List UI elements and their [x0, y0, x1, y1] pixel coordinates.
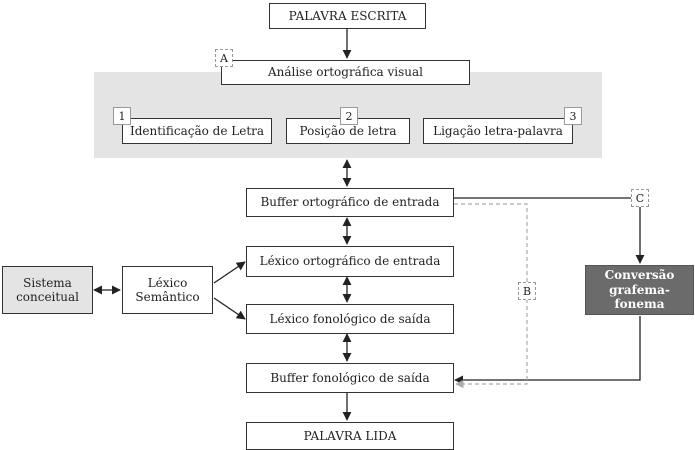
tag-c: C [631, 189, 649, 207]
palavra-escrita-node: PALAVRA ESCRITA [269, 3, 426, 29]
tag-2: 2 [340, 107, 358, 125]
analise-ortografica-node: Análise ortográfica visual [221, 60, 470, 85]
sistema-conceitual-node: Sistema conceitual [2, 266, 93, 314]
arrow-semantico-to-lexico-fono [213, 297, 246, 320]
buffer-ortografico-entrada-node: Buffer ortográfico de entrada [246, 188, 454, 217]
identificacao-letra-node: Identificação de Letra [122, 118, 272, 144]
lexico-ortografico-entrada-node: Léxico ortográfico de entrada [246, 246, 454, 277]
lexico-fonologico-saida-node: Léxico fonológico de saída [246, 304, 454, 334]
route-b-dashed [454, 203, 528, 389]
buffer-fonologico-saida-node: Buffer fonológico de saída [246, 363, 454, 393]
tag-3: 3 [564, 107, 582, 125]
route-conversao-to-buffer-saida [454, 316, 641, 385]
palavra-lida-node: PALAVRA LIDA [246, 422, 454, 450]
conversao-grafema-fonema-node: Conversão grafema-fonema [585, 265, 694, 315]
route-c-to-conversao [454, 197, 645, 264]
tag-1: 1 [113, 107, 131, 125]
lexico-semantico-node: Léxico Semântico [122, 266, 213, 314]
arrow-semantico-to-lexico-orto [213, 261, 246, 284]
ligacao-letra-palavra-node: Ligação letra-palavra [423, 118, 573, 144]
tag-a: A [215, 49, 233, 67]
tag-b: B [518, 282, 536, 300]
